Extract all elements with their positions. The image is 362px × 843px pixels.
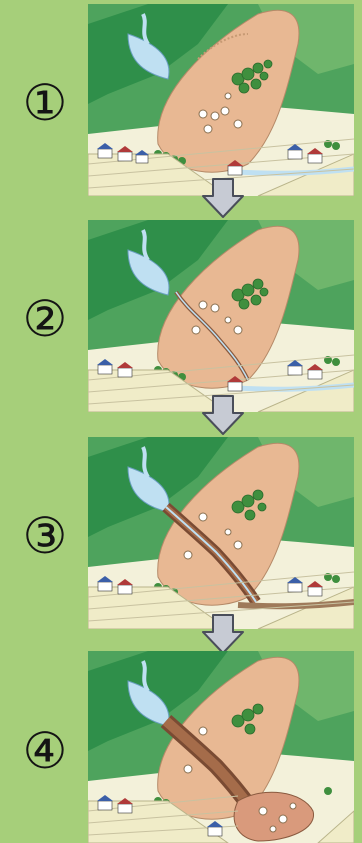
step-label-2: ② bbox=[14, 288, 76, 350]
step-illustration-1 bbox=[88, 4, 354, 196]
landslide-dam-illustration bbox=[88, 4, 354, 196]
step-illustration-3 bbox=[88, 437, 354, 629]
landslide-dam-illustration bbox=[88, 437, 354, 629]
step-illustration-2 bbox=[88, 220, 354, 412]
step-label-3: ③ bbox=[14, 505, 76, 567]
down-arrow-icon bbox=[201, 178, 245, 218]
step-illustration-4 bbox=[88, 651, 354, 843]
down-arrow-icon bbox=[201, 614, 245, 654]
landslide-dam-illustration bbox=[88, 651, 354, 843]
landslide-dam-illustration bbox=[88, 220, 354, 412]
step-label-1: ① bbox=[14, 72, 76, 134]
down-arrow-icon bbox=[201, 395, 245, 435]
step-label-4: ④ bbox=[14, 720, 76, 782]
